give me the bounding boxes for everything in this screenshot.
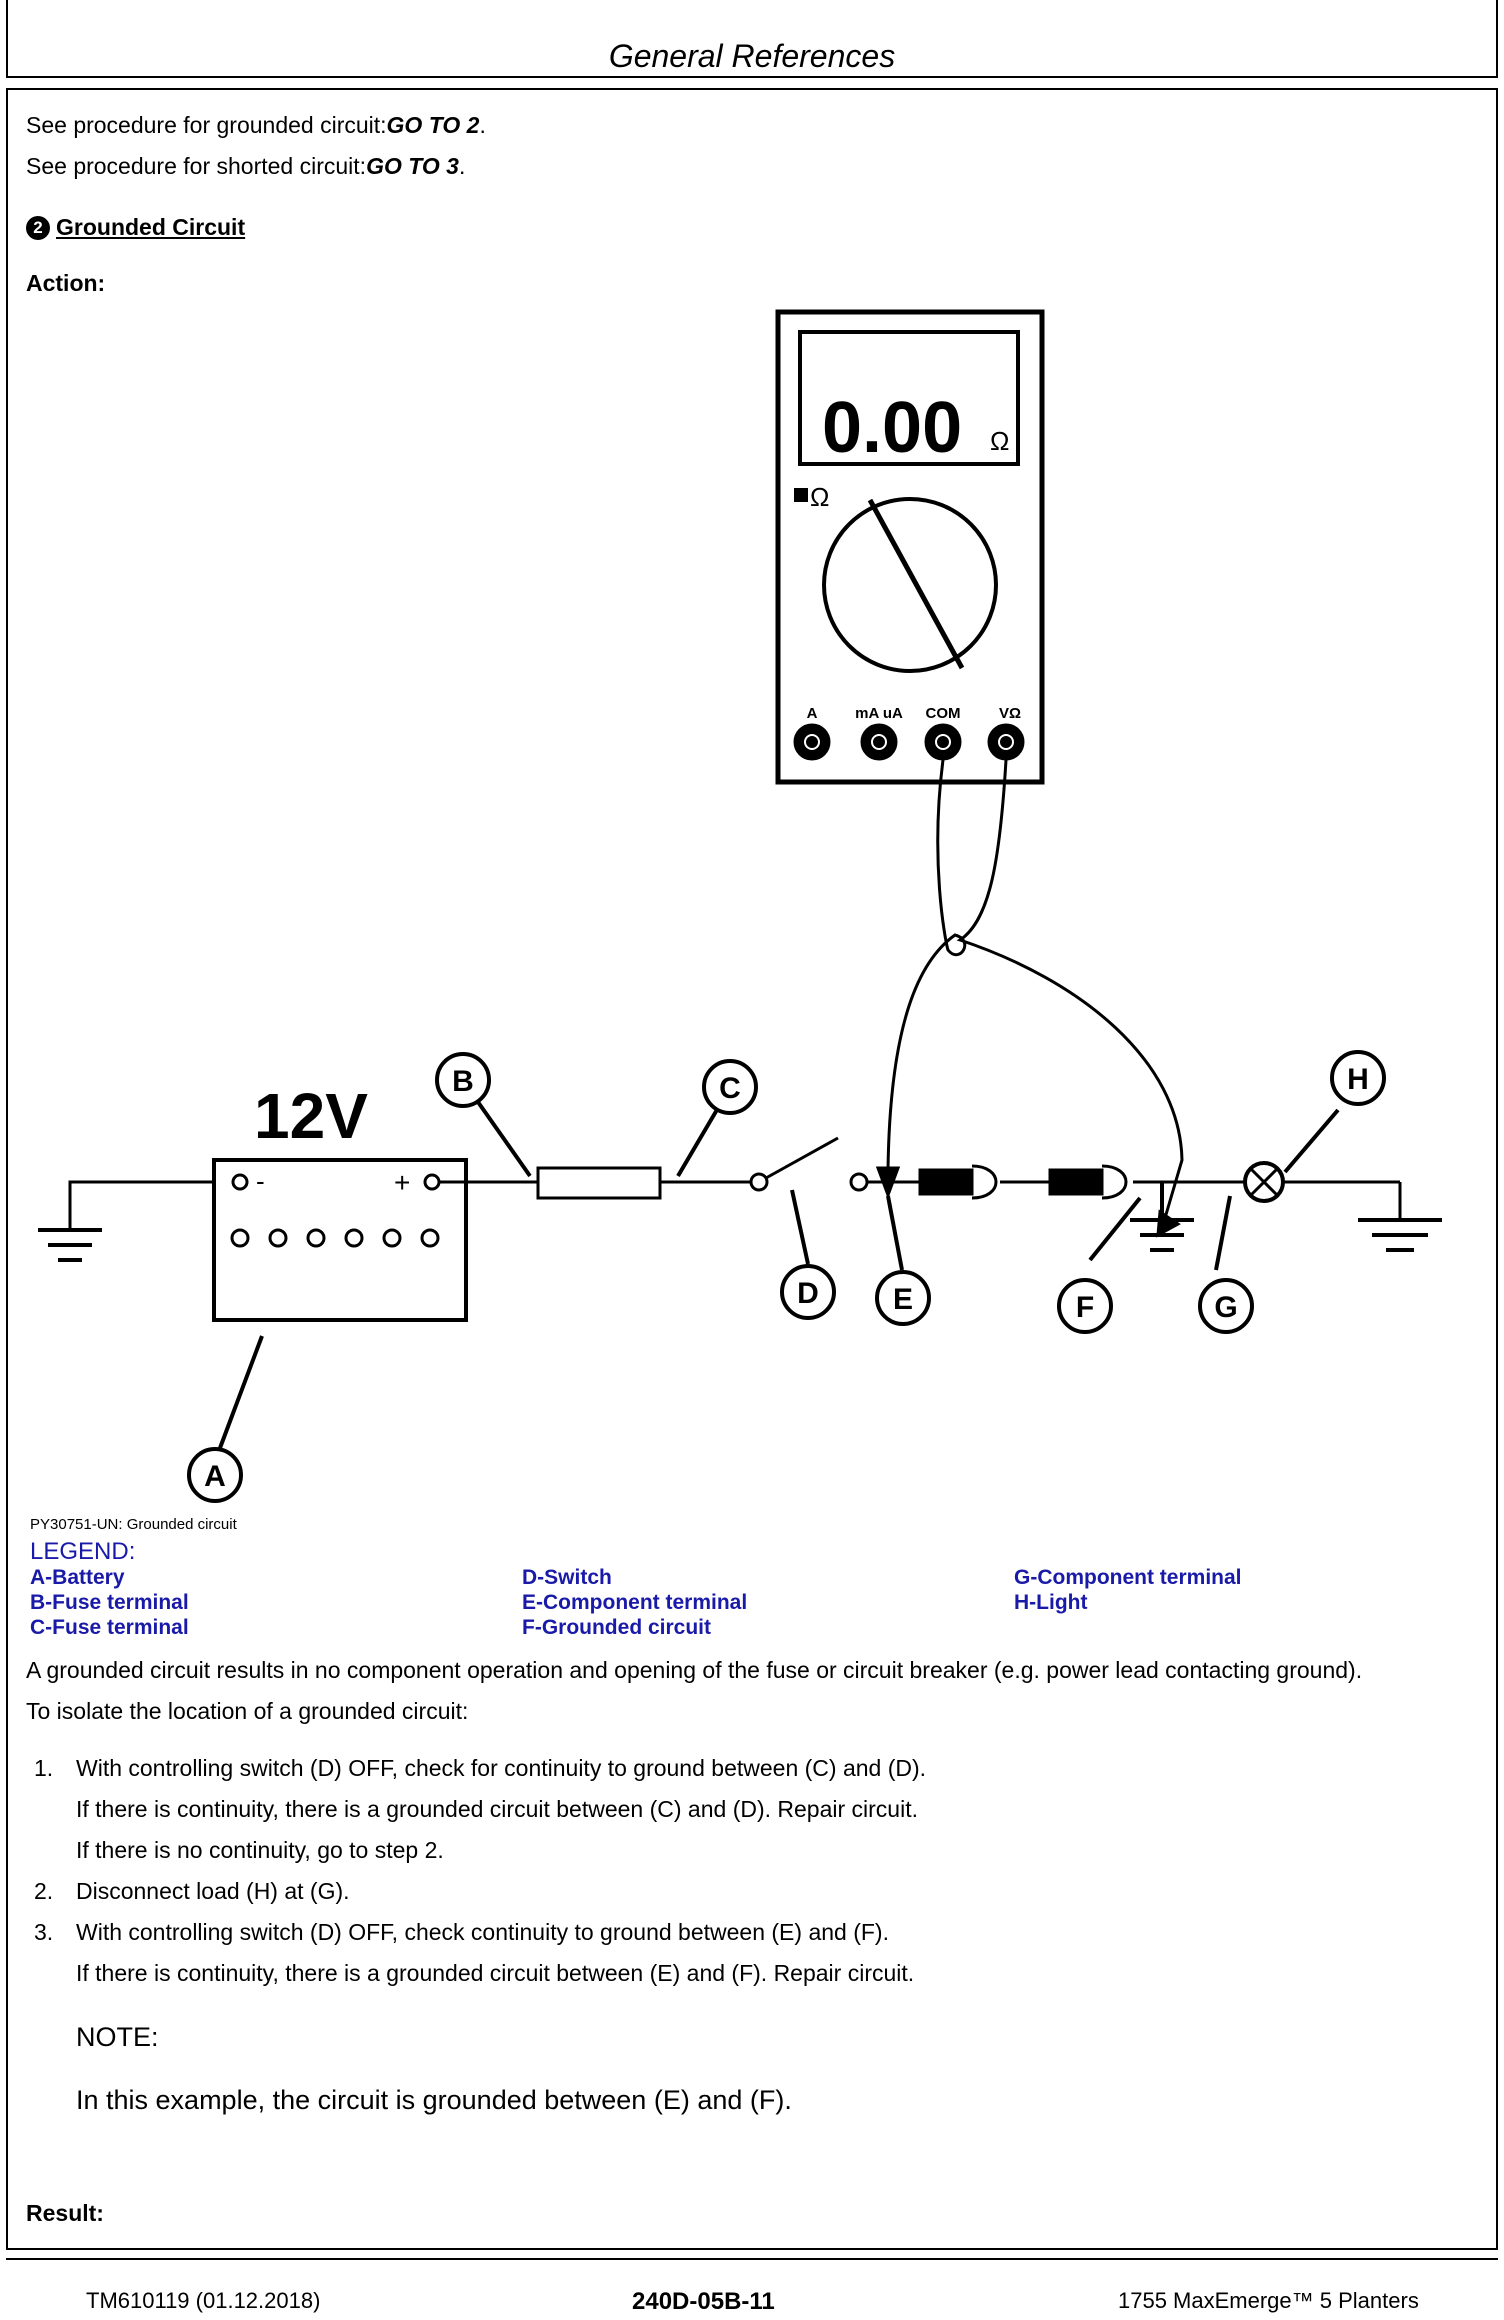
jack-label-vohm: VΩ <box>999 705 1021 722</box>
meter-display <box>798 330 1020 466</box>
com-probe-lead <box>886 759 967 1171</box>
circuit-diagram: 0.00 Ω Ω A mA uA COM VΩ 12V - + A B C D … <box>38 309 1442 1503</box>
legend-title: LEGEND: <box>30 1538 136 1565</box>
page-header-title: General References <box>608 38 896 74</box>
step-2-text: Disconnect load (H) at (G). <box>76 1878 350 1904</box>
note-label: NOTE: <box>76 2022 159 2052</box>
ground-symbols <box>38 1182 1442 1262</box>
note-text: In this example, the circuit is grounded… <box>76 2085 792 2115</box>
paragraph-isolate: To isolate the location of a grounded ci… <box>26 1698 469 1724</box>
legend-item-g: G-Component terminal <box>1014 1566 1242 1589</box>
step-number-badge: 2 <box>26 215 50 240</box>
section-title: Grounded Circuit <box>56 214 246 240</box>
legend-item-e: E-Component terminal <box>522 1591 748 1614</box>
continuity-beeper-icon <box>794 488 808 502</box>
probe-tip-f <box>1156 1209 1181 1238</box>
dial-pointer <box>867 498 965 670</box>
figure-caption: PY30751-UN: Grounded circuit <box>30 1516 237 1533</box>
probe-tip-e <box>875 1166 901 1200</box>
intro-text-shorted: See procedure for shorted circuit: <box>26 153 367 179</box>
legend-item-a: A-Battery <box>30 1566 125 1589</box>
goto-link-2[interactable]: GO TO 2 <box>386 112 480 138</box>
battery-minus: - <box>256 1166 265 1196</box>
switch-terminal-right <box>849 1172 869 1192</box>
callout-a: A <box>204 1460 226 1493</box>
footer-product-name: 1755 MaxEmerge™ 5 Planters <box>1118 2288 1419 2313</box>
callout-h: H <box>1347 1063 1369 1096</box>
footer-page-number: 240D-05B-11 <box>632 2288 775 2315</box>
callout-leaders <box>218 1100 1340 1449</box>
meter-unit: Ω <box>990 426 1009 456</box>
intro-line-grounded: See procedure for grounded circuit:GO TO… <box>26 112 486 138</box>
step-3-number: 3. <box>34 1919 54 1945</box>
connector-cup-1 <box>971 1164 998 1200</box>
connector-plug-1 <box>918 1168 974 1196</box>
step-1-sub-1: If there is continuity, there is a groun… <box>76 1796 918 1822</box>
action-label: Action: <box>26 270 106 296</box>
connector-cup-2 <box>1101 1164 1128 1200</box>
step-3-sub-1: If there is continuity, there is a groun… <box>76 1960 915 1986</box>
content-frame <box>6 88 1498 2250</box>
step-3-text: With controlling switch (D) OFF, check c… <box>76 1919 889 1945</box>
battery-plus: + <box>394 1167 410 1198</box>
dial-ohm-label: Ω <box>810 482 829 512</box>
legend-item-f: F-Grounded circuit <box>522 1616 711 1639</box>
callout-e: E <box>893 1283 913 1316</box>
legend-item-b: B-Fuse terminal <box>30 1591 189 1614</box>
step-1-number: 1. <box>34 1755 54 1781</box>
selector-dial <box>822 497 998 673</box>
connector-plug-2 <box>1048 1168 1104 1196</box>
switch-blade <box>765 1136 839 1180</box>
section-heading: 2 Grounded Circuit <box>26 214 245 241</box>
jack-label-com: COM <box>926 705 961 722</box>
step-2-number: 2. <box>34 1878 54 1904</box>
footer-document-id: TM610119 (01.12.2018) <box>86 2288 321 2313</box>
v-ohm-probe-lead <box>956 759 1184 1219</box>
callout-d: D <box>797 1277 819 1310</box>
meter-reading: 0.00 <box>822 388 962 468</box>
legend-item-h: H-Light <box>1014 1591 1088 1614</box>
goto-link-3[interactable]: GO TO 3 <box>366 153 459 179</box>
paragraph-description: A grounded circuit results in no compone… <box>26 1657 1363 1683</box>
battery-body <box>212 1158 468 1322</box>
fuse <box>536 1166 662 1200</box>
legend-item-c: C-Fuse terminal <box>30 1616 189 1639</box>
switch-terminal-left <box>749 1172 769 1192</box>
callout-b: B <box>452 1065 474 1098</box>
callout-c: C <box>719 1072 741 1105</box>
light-symbol <box>1243 1161 1285 1203</box>
battery-voltage-label: 12V <box>254 1080 368 1152</box>
callout-circles <box>187 1050 1386 1503</box>
step-1-sub-2: If there is no continuity, go to step 2. <box>76 1837 444 1863</box>
header-frame <box>6 0 1498 78</box>
legend-item-d: D-Switch <box>522 1566 612 1589</box>
intro-text-grounded: See procedure for grounded circuit: <box>26 112 387 138</box>
callout-g: G <box>1214 1291 1237 1324</box>
jack-label-ma: mA uA <box>855 705 903 722</box>
multimeter-body <box>775 309 1045 785</box>
battery-cells <box>230 1173 441 1248</box>
intro-line-shorted: See procedure for shorted circuit:GO TO … <box>26 153 466 179</box>
meter-jacks <box>793 723 1025 761</box>
left-ground-wire <box>68 1180 214 1185</box>
step-1-text: With controlling switch (D) OFF, check f… <box>76 1755 927 1781</box>
callout-f: F <box>1076 1291 1094 1324</box>
result-label: Result: <box>26 2200 104 2226</box>
jack-label-a: A <box>807 705 818 722</box>
footer-rule <box>6 2258 1498 2260</box>
